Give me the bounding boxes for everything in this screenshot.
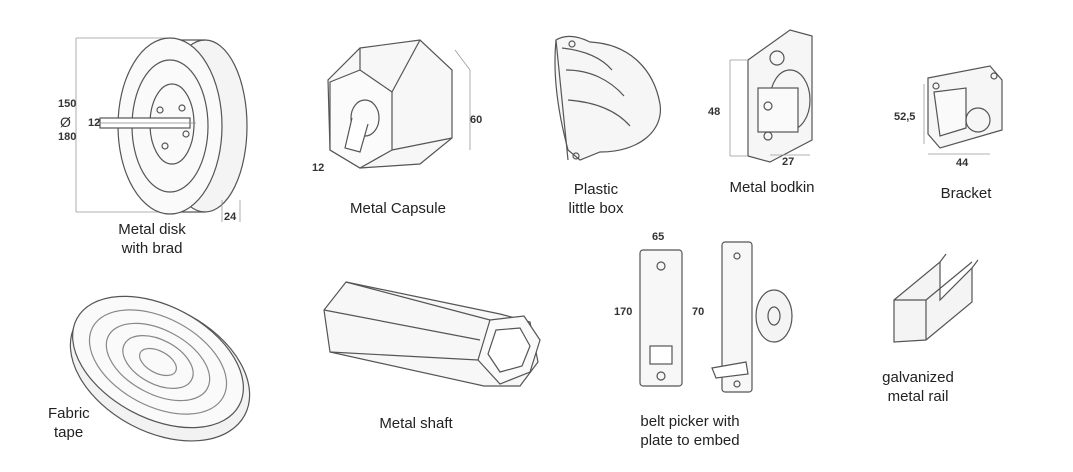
metal-disk-label-1: Metal disk xyxy=(118,221,186,238)
bracket-drawing xyxy=(923,65,1003,155)
fabric-tape-drawing xyxy=(69,295,251,442)
metal-shaft-drawing xyxy=(323,281,541,387)
capsule-dim-height: 60 xyxy=(470,114,483,126)
belt-picker-dim-width: 65 xyxy=(652,231,665,243)
metal-bodkin-drawing xyxy=(729,29,813,163)
fabric-tape-label-1: Fabric xyxy=(48,405,90,422)
belt-picker-label-1: belt picker with xyxy=(640,413,740,430)
belt-picker-dim-plate-height: 170 xyxy=(614,306,633,318)
bodkin-dim-height: 48 xyxy=(708,106,721,118)
metal-shaft-label: Metal shaft xyxy=(379,415,453,432)
metal-disk-label-2: with brad xyxy=(121,240,183,257)
disk-dim-bottom: 180 xyxy=(58,131,77,143)
disk-dim-top: 150 xyxy=(58,98,77,110)
disk-dim-diameter-symbol: Ø xyxy=(60,114,71,130)
disk-dim-shaft: 12 xyxy=(88,117,101,129)
plastic-box-label-2: little box xyxy=(568,200,624,217)
metal-capsule-label: Metal Capsule xyxy=(350,200,446,217)
fabric-tape-label-2: tape xyxy=(54,424,84,441)
disk-dim-width: 24 xyxy=(224,211,237,223)
belt-picker-dim-picker-height: 70 xyxy=(692,306,705,318)
metal-disk-drawing xyxy=(75,37,248,222)
galvanized-rail-drawing xyxy=(893,253,979,343)
metal-capsule-drawing xyxy=(327,39,471,169)
bracket-label: Bracket xyxy=(940,185,992,202)
galvanized-rail-label-1: galvanized xyxy=(882,369,954,386)
bracket-dim-height: 52,5 xyxy=(894,111,916,123)
belt-picker-drawing xyxy=(639,241,793,393)
bracket-dim-width: 44 xyxy=(956,157,969,169)
belt-picker-label-2: plate to embed xyxy=(640,432,740,449)
bodkin-dim-width: 27 xyxy=(782,156,795,168)
plastic-box-drawing xyxy=(554,35,661,161)
capsule-dim-shaft: 12 xyxy=(312,162,325,174)
plastic-box-label-1: Plastic xyxy=(573,181,619,198)
galvanized-rail-label-2: metal rail xyxy=(887,388,949,405)
metal-bodkin-label: Metal bodkin xyxy=(729,179,815,196)
